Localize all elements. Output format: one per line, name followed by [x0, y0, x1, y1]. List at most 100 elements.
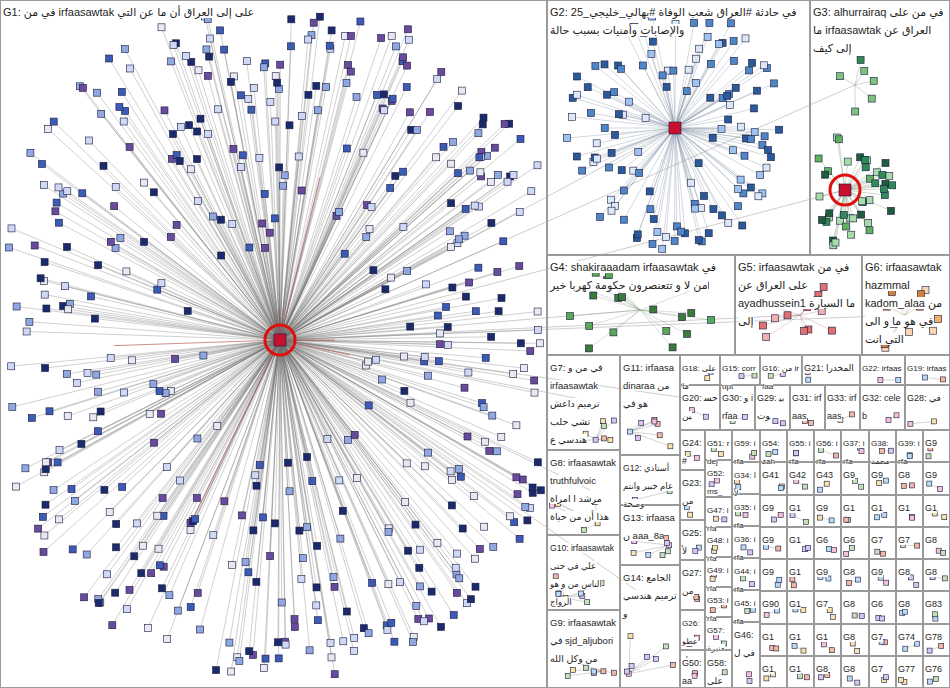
vertex-icon — [250, 84, 257, 91]
group-label: G1: في من irfaasawtak على إلى العراق أن … — [3, 6, 254, 18]
vertex-icon — [477, 169, 484, 176]
vertex-icon — [801, 607, 806, 612]
link-line — [675, 128, 779, 130]
link-line — [104, 340, 280, 490]
vertex-icon — [684, 330, 691, 337]
link-line — [99, 340, 280, 603]
group-label: G6 — [871, 599, 883, 609]
vertex-icon — [243, 58, 250, 65]
vertex-icon — [42, 466, 49, 473]
vertex-icon — [908, 421, 913, 426]
vertex-icon — [726, 102, 733, 109]
vertex-icon — [626, 98, 633, 105]
group-label: G8 — [925, 535, 937, 545]
vertex-icon — [907, 453, 912, 458]
vertex-icon — [827, 547, 832, 552]
vertex-icon — [385, 528, 392, 535]
group-panel: G52: ms_ — [705, 460, 732, 497]
vertex-icon — [256, 462, 263, 469]
vertex-icon — [73, 379, 80, 386]
vertex-icon — [156, 388, 163, 395]
vertex-icon — [649, 38, 656, 45]
vertex-icon — [155, 545, 162, 552]
link-line — [208, 134, 280, 340]
vertex-icon — [287, 43, 294, 50]
link-line — [89, 140, 280, 340]
vertex-icon — [239, 152, 246, 159]
vertex-icon — [472, 583, 479, 590]
vertex-icon — [454, 550, 461, 557]
link-line — [280, 288, 452, 340]
vertex-icon — [444, 342, 451, 349]
vertex-icon — [37, 275, 44, 282]
link-line — [43, 340, 280, 517]
vertex-icon — [104, 571, 111, 578]
vertex-icon — [261, 665, 268, 672]
group-label: G27: من — [682, 568, 702, 596]
vertex-icon — [246, 648, 253, 655]
group-panel: G1 — [787, 559, 814, 591]
link-line — [280, 152, 481, 340]
vertex-icon — [465, 369, 472, 376]
link-line — [280, 148, 347, 340]
link-line — [675, 128, 751, 188]
vertex-icon — [360, 149, 367, 156]
vertex-icon — [228, 668, 235, 675]
vertex-icon — [221, 46, 228, 53]
group-label: G1 — [789, 503, 801, 513]
link-line — [280, 340, 335, 587]
vertex-icon — [412, 521, 419, 528]
vertex-icon — [522, 503, 529, 510]
vertex-icon — [111, 203, 118, 210]
vertex-icon — [642, 115, 649, 122]
group-panel: G2: في حادثة #العراق شعب الوفاة #بهالي_خ… — [547, 0, 810, 255]
vertex-icon — [775, 582, 780, 587]
vertex-icon — [328, 654, 335, 661]
vertex-icon — [748, 135, 755, 142]
vertex-icon — [910, 514, 915, 519]
vertex-icon — [230, 145, 237, 152]
vertex-icon — [167, 234, 174, 241]
vertex-icon — [31, 242, 38, 249]
vertex-icon — [100, 162, 107, 169]
vertex-icon — [278, 599, 285, 606]
group-label: G8 — [898, 599, 910, 609]
vertex-icon — [556, 591, 561, 596]
vertex-icon — [657, 433, 662, 438]
vertex-icon — [601, 419, 606, 424]
vertex-icon — [339, 507, 346, 514]
vertex-icon — [475, 130, 482, 137]
vertex-icon — [659, 72, 666, 79]
vertex-icon — [306, 647, 313, 654]
vertex-icon — [194, 198, 201, 205]
vertex-icon — [88, 293, 95, 300]
vertex-icon — [861, 67, 868, 74]
group-label: G49: irfa — [707, 566, 729, 593]
vertex-icon — [751, 105, 758, 112]
vertex-icon — [719, 212, 726, 219]
vertex-icon — [608, 207, 615, 214]
vertex-icon — [879, 171, 886, 178]
group-label: G1 — [816, 632, 828, 642]
vertex-icon — [50, 487, 57, 494]
link-line — [280, 340, 501, 437]
vertex-icon — [71, 497, 78, 504]
link-line — [640, 310, 691, 313]
vertex-icon — [323, 84, 330, 91]
vertex-icon — [929, 327, 936, 334]
vertex-icon — [369, 579, 376, 586]
group-panel: G1 — [787, 624, 814, 656]
vertex-icon — [608, 149, 615, 156]
vertex-icon — [280, 182, 287, 189]
vertex-icon — [857, 57, 864, 64]
group-label: G41 — [762, 470, 779, 480]
group-label: G33: irfaas — [827, 393, 857, 421]
link-line — [220, 30, 280, 340]
vertex-icon — [90, 414, 97, 421]
group-panel: G22: irfaas — [860, 355, 905, 385]
vertex-icon — [304, 524, 311, 531]
vertex-icon — [118, 88, 125, 95]
vertex-icon — [815, 155, 822, 162]
link-line — [280, 153, 363, 340]
vertex-icon — [565, 673, 570, 678]
